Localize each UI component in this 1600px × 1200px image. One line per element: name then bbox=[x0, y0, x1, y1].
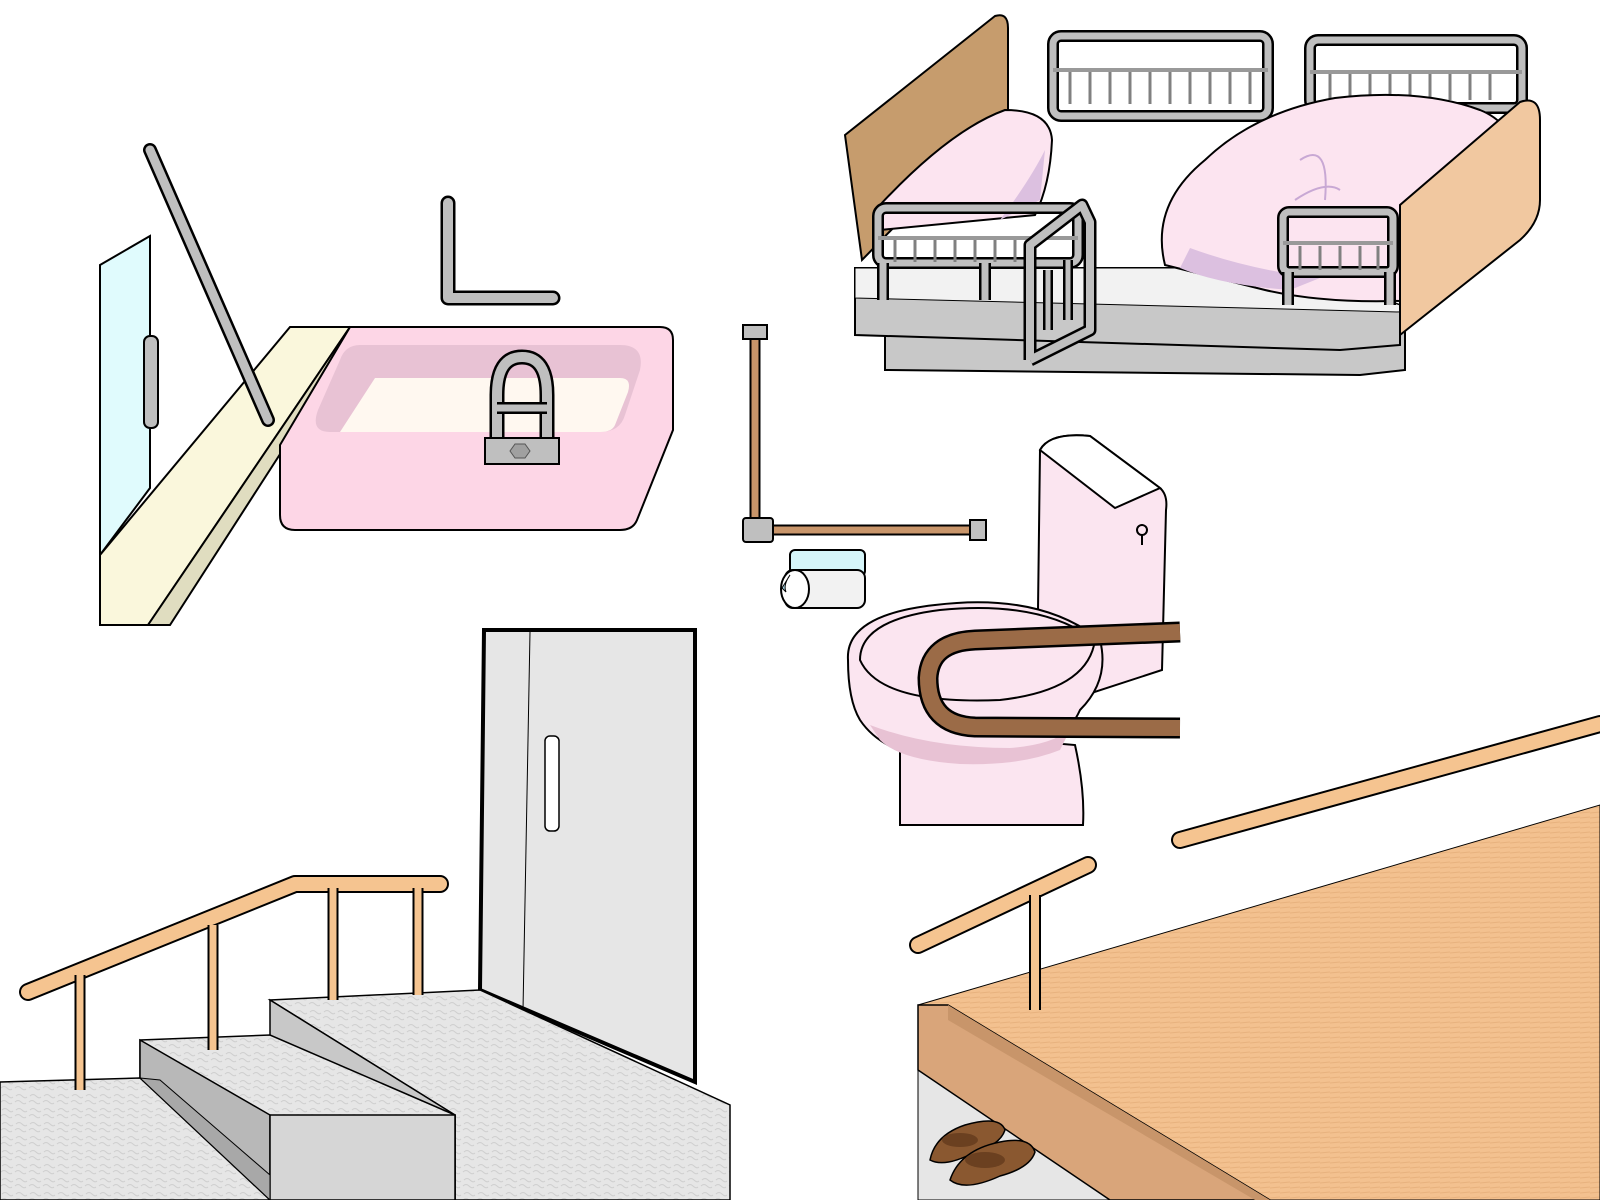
shoes bbox=[930, 1121, 1035, 1185]
bedroom-panel bbox=[845, 15, 1540, 375]
headboard-rail-left bbox=[1053, 36, 1268, 116]
toilet-paper-holder bbox=[781, 550, 865, 608]
standing-assist-rail bbox=[1030, 205, 1090, 360]
sliding-glass-door bbox=[100, 236, 158, 555]
headboard-rail-right bbox=[1310, 40, 1522, 108]
door-handle bbox=[545, 736, 559, 831]
bathroom-panel bbox=[100, 150, 673, 625]
bedding-left bbox=[880, 110, 1052, 230]
bathtub bbox=[280, 327, 673, 530]
step-handrail bbox=[918, 865, 1088, 1010]
bath-step-grip bbox=[485, 357, 559, 464]
footboard-right bbox=[1400, 100, 1540, 335]
door-handle bbox=[144, 336, 158, 428]
toilet-panel bbox=[743, 325, 1180, 825]
door bbox=[480, 630, 695, 1082]
bed-side-rail-left bbox=[878, 208, 1078, 300]
stairs bbox=[0, 990, 730, 1200]
stair-handrail bbox=[28, 884, 440, 1090]
l-shaped-wall-grab-bar bbox=[743, 325, 986, 542]
diagonal-grab-bar bbox=[150, 150, 268, 420]
keyhole-icon bbox=[1137, 525, 1147, 545]
flip-up-armrest bbox=[928, 632, 1180, 728]
wall-handrail bbox=[1180, 724, 1600, 840]
entrance-stairs-panel bbox=[0, 630, 730, 1200]
entrance-hall-panel bbox=[918, 724, 1600, 1200]
l-shaped-grab-bar bbox=[448, 203, 553, 298]
bed-side-rail-right bbox=[1283, 212, 1393, 305]
